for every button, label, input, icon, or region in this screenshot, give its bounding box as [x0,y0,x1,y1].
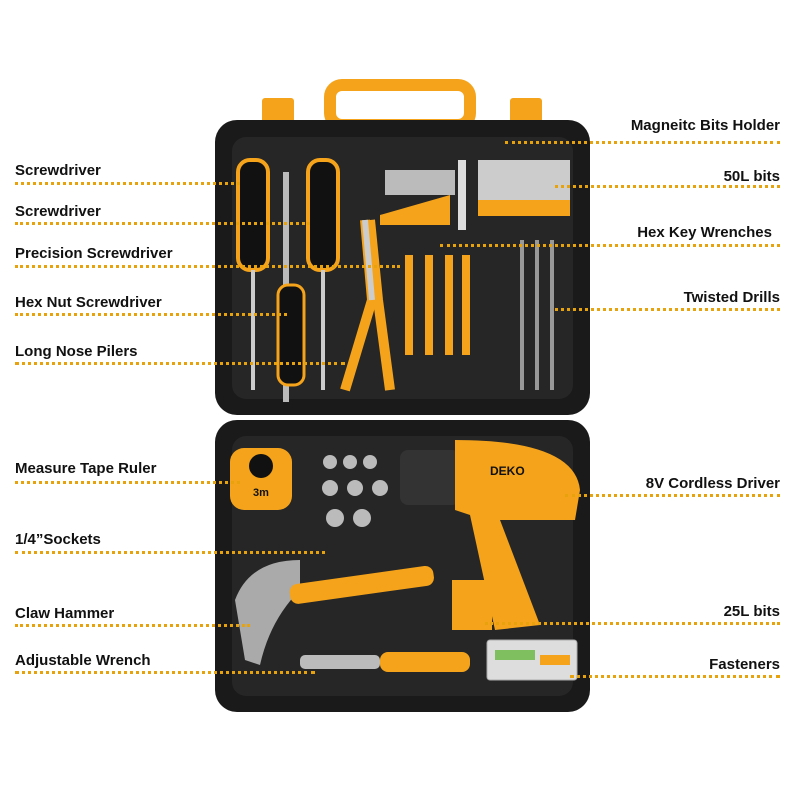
brand-logo: DEKO [490,464,525,478]
leader-line [485,622,780,625]
precision-screwdriver-set [405,255,470,355]
screwdriver-1 [236,158,270,390]
label-precision-screwdriver: Precision Screwdriver [15,245,173,262]
label-fasteners: Fasteners [709,656,780,673]
screwdriver-2 [306,158,340,390]
label-long-nose-pliers: Long Nose Pilers [15,343,138,360]
50l-bits [478,160,570,216]
hex-nut-screwdriver [276,283,306,387]
hex-key-wrenches [380,170,455,225]
label-sockets: 1/4”Sockets [15,531,101,548]
label-claw-hammer: Claw Hammer [15,605,115,622]
fasteners-box [486,639,578,681]
label-twisted-drills: Twisted Drills [683,289,780,306]
leader-line [15,624,250,627]
measure-tape [230,448,292,510]
sockets [322,455,388,527]
25l-bits [452,580,492,630]
leader-line [15,265,400,268]
label-magnetic-bits-holder: Magneitc Bits Holder [630,117,780,134]
claw-hammer [235,560,434,665]
leader-line [15,551,325,554]
label-screwdriver-2: Screwdriver [15,203,101,220]
label-cordless-driver: 8V Cordless Driver [645,475,780,492]
leader-line [15,671,315,674]
adjustable-wrench [300,652,470,672]
leader-line [15,362,345,365]
label-hex-nut-screwdriver: Hex Nut Screwdriver [15,294,162,311]
leader-line [15,222,310,225]
label-adjustable-wrench: Adjustable Wrench [15,652,151,669]
leader-line [555,308,780,311]
leader-line [440,244,780,247]
twisted-drills [520,240,554,390]
leader-line [15,481,240,484]
leader-line [15,182,240,185]
long-nose-pliers [340,219,395,392]
case-handle [324,79,476,131]
label-50l-bits: 50L bits [723,168,780,185]
leader-line [565,494,780,497]
magnetic-bits-holder [458,160,466,230]
leader-line [570,675,780,678]
label-hex-key-wrenches: Hex Key Wrenches [637,224,772,241]
label-measure-tape: Measure Tape Ruler [15,460,157,477]
leader-line [15,313,287,316]
label-25l-bits: 25L bits [723,603,780,620]
tape-marking: 3m [253,487,269,499]
leader-line [505,141,780,144]
leader-line [555,185,780,188]
label-screwdriver-1: Screwdriver [15,162,101,179]
